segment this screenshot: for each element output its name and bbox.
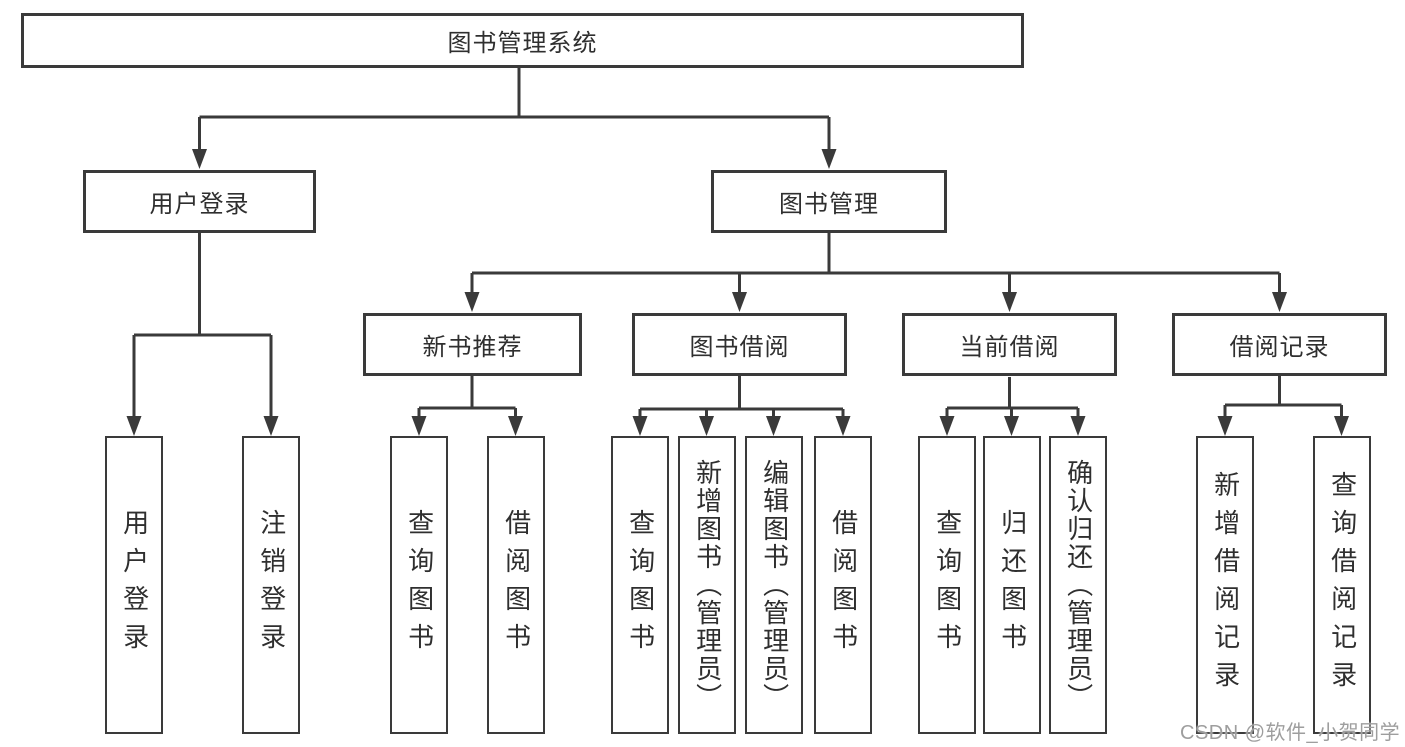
connector-book-borrow-children xyxy=(632,375,851,436)
arrowhead-icon xyxy=(632,416,648,436)
connector-borrow-records-children xyxy=(1217,376,1349,436)
arrowhead-icon xyxy=(766,416,781,436)
node-book-borrow: 图书借阅 xyxy=(632,313,847,376)
arrowhead-icon xyxy=(411,416,427,436)
arrowhead-icon xyxy=(263,416,279,436)
connector-user-login-children xyxy=(126,233,279,436)
leaf-query-book-recommend: 查询图书 xyxy=(390,436,448,734)
connector-new-book-children xyxy=(411,376,523,436)
connector-book-management-children xyxy=(464,233,1287,312)
csdn-watermark: CSDN @软件_小贺同学 xyxy=(1180,722,1401,744)
node-borrow-records: 借阅记录 xyxy=(1172,313,1387,376)
leaf-query-book: 查询图书 xyxy=(611,436,669,734)
arrowhead-icon xyxy=(1002,292,1017,312)
node-user-login: 用户登录 xyxy=(83,170,316,233)
node-book-management: 图书管理 xyxy=(711,170,947,233)
arrowhead-icon xyxy=(464,292,480,312)
arrowhead-icon xyxy=(835,416,851,436)
node-current-borrow: 当前借阅 xyxy=(902,313,1117,376)
leaf-borrow-book-recommend: 借阅图书 xyxy=(487,436,545,734)
leaf-user-login: 用户登录 xyxy=(105,436,163,734)
arrowhead-icon xyxy=(821,149,837,169)
arrowhead-icon xyxy=(732,292,747,312)
leaf-return-book: 归还图书 xyxy=(983,436,1041,734)
arrowhead-icon xyxy=(126,416,142,436)
leaf-edit-book-admin: 编辑图书（管理员） xyxy=(745,436,803,734)
leaf-add-book-admin: 新增图书（管理员） xyxy=(678,436,736,734)
leaf-logout: 注销登录 xyxy=(242,436,300,734)
arrowhead-icon xyxy=(1070,416,1086,436)
leaf-query-book-current: 查询图书 xyxy=(918,436,976,734)
arrowhead-icon xyxy=(508,416,523,436)
arrowhead-icon xyxy=(1004,416,1019,436)
arrowhead-icon xyxy=(1217,416,1233,436)
connector-root-to-level2 xyxy=(192,68,837,169)
leaf-confirm-return-admin: 确认归还（管理员） xyxy=(1049,436,1107,734)
arrowhead-icon xyxy=(699,416,714,436)
node-library-management-system: 图书管理系统 xyxy=(21,13,1024,68)
arrowhead-icon xyxy=(1272,292,1287,312)
arrowhead-icon xyxy=(1334,416,1349,436)
leaf-add-borrow-record: 新增借阅记录 xyxy=(1196,436,1254,734)
node-new-book-recommend: 新书推荐 xyxy=(363,313,582,376)
arrowhead-icon xyxy=(939,416,955,436)
leaf-borrow-book: 借阅图书 xyxy=(814,436,872,734)
leaf-query-borrow-record: 查询借阅记录 xyxy=(1313,436,1371,734)
connector-current-borrow-children xyxy=(939,377,1086,436)
arrowhead-icon xyxy=(192,149,207,169)
